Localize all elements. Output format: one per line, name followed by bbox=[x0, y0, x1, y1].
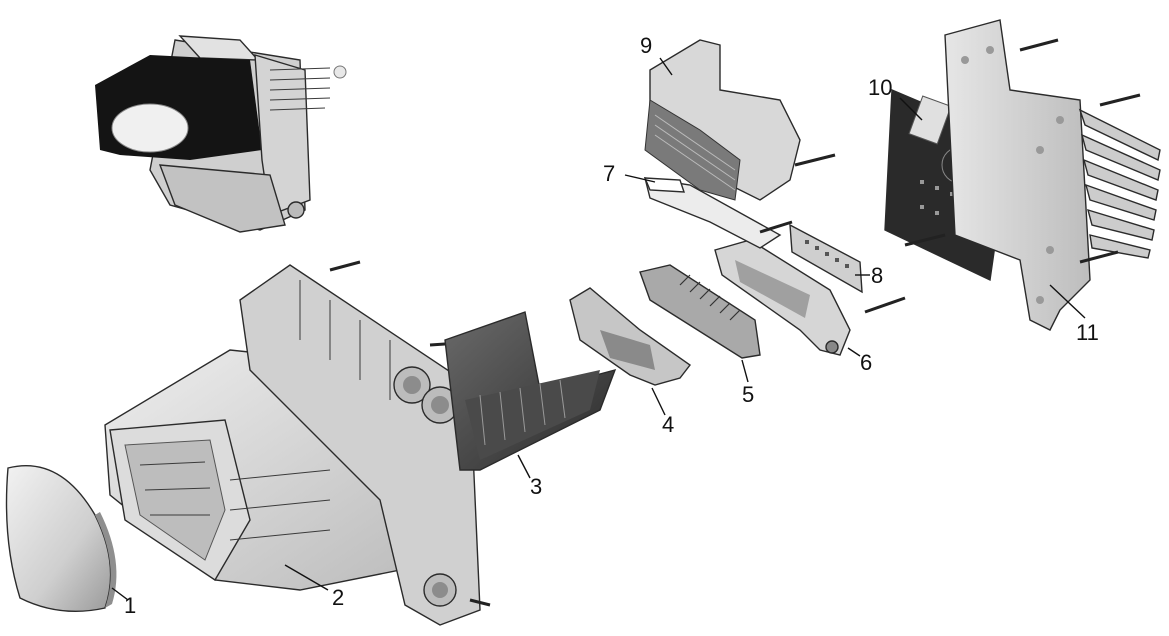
part-8-connector-board bbox=[759, 220, 906, 314]
part-5-heatsink-strip bbox=[639, 264, 761, 359]
callout-8: 8 bbox=[871, 263, 883, 288]
callout-labels: 1 2 3 4 5 6 7 8 9 10 11 bbox=[124, 33, 1099, 618]
callout-11: 11 bbox=[1076, 320, 1099, 345]
callout-10: 10 bbox=[868, 75, 892, 100]
callout-2: 2 bbox=[332, 585, 344, 610]
callout-3: 3 bbox=[530, 474, 542, 499]
callout-6: 6 bbox=[860, 350, 872, 375]
part-9-upper-frame bbox=[644, 39, 836, 201]
part-1-lens bbox=[5, 464, 117, 612]
callout-4: 4 bbox=[662, 412, 674, 437]
part-3-reflector-tray bbox=[444, 311, 617, 471]
part-4-bracket bbox=[569, 287, 692, 386]
callout-7: 7 bbox=[603, 161, 615, 186]
part-2-housing bbox=[104, 260, 491, 626]
assembled-unit-view bbox=[95, 35, 347, 233]
part-11-heatsink bbox=[944, 19, 1161, 331]
callout-5: 5 bbox=[742, 382, 754, 407]
callout-9: 9 bbox=[640, 33, 652, 58]
part-6-led-carrier bbox=[714, 239, 851, 356]
leader-lines bbox=[111, 57, 1086, 601]
callout-1: 1 bbox=[124, 593, 136, 618]
